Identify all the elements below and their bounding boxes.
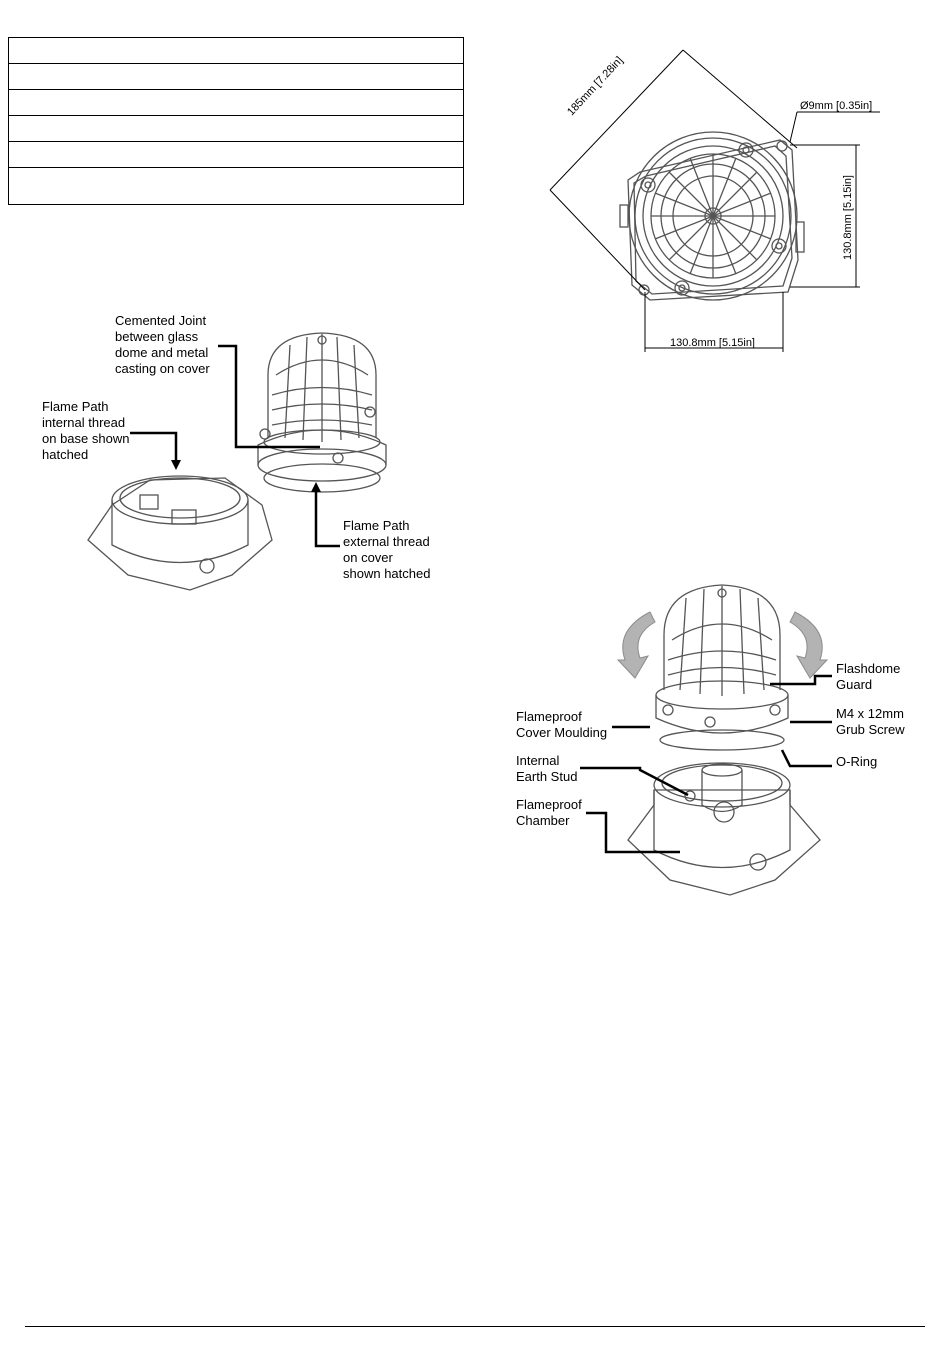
label-external-thread: Flame Path external thread on cover show… xyxy=(343,518,431,581)
table-row-divider xyxy=(9,167,463,168)
label-flashdome-guard: Flashdome Guard xyxy=(836,661,901,692)
label-earth-stud: Internal Earth Stud xyxy=(516,753,578,784)
rotate-arrows-icon xyxy=(616,611,829,679)
label-grub-screw: M4 x 12mm Grub Screw xyxy=(836,706,905,737)
label-cover-moulding: Flameproof Cover Moulding xyxy=(516,709,608,740)
dim-hole: Ø9mm [0.35in] xyxy=(800,100,873,112)
table-row-divider xyxy=(9,89,463,90)
label-internal-thread: Flame Path internal thread on base shown… xyxy=(42,399,130,462)
label-chamber: Flameproof Chamber xyxy=(516,797,582,828)
table-row-divider xyxy=(9,141,463,142)
label-cemented-joint: Cemented Joint between glass dome and me… xyxy=(115,313,210,376)
table-row-divider xyxy=(9,63,463,64)
table-row-divider xyxy=(9,115,463,116)
footer-rule xyxy=(25,1326,925,1327)
empty-table xyxy=(8,37,464,205)
dim-width: 130.8mm [5.15in] xyxy=(670,337,755,349)
label-o-ring: O-Ring xyxy=(836,754,878,769)
